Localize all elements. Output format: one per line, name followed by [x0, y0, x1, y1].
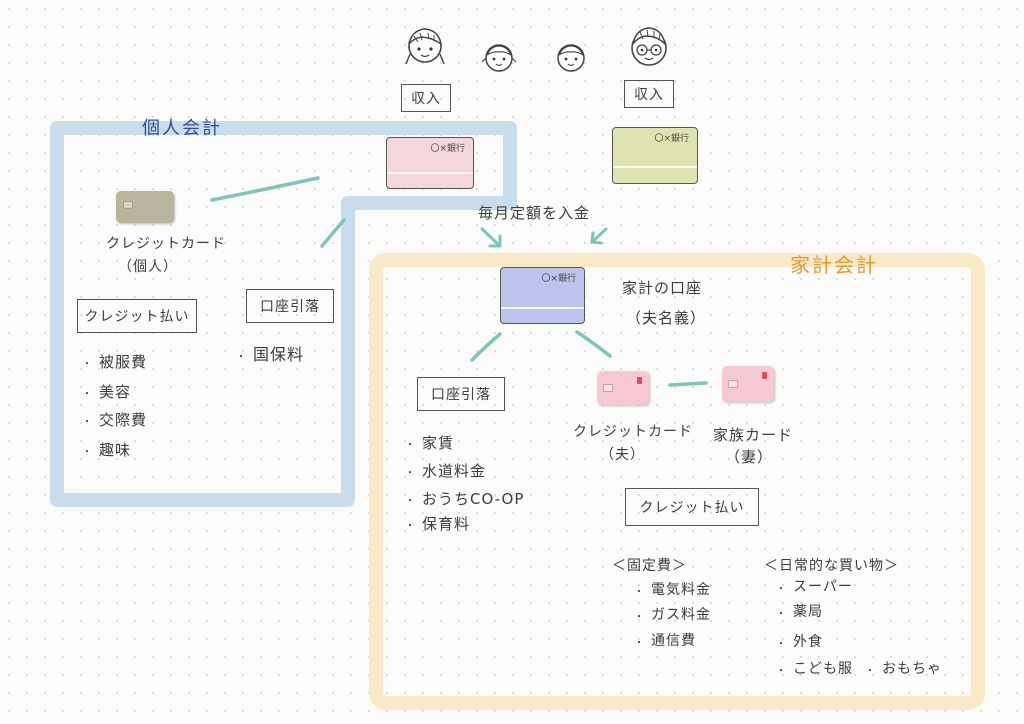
personal-region: [50, 121, 517, 507]
income-label: 収入: [411, 91, 441, 107]
daily-shopping-item: スーパー: [776, 576, 853, 596]
adult-man-glasses-icon: [631, 27, 667, 66]
income-box-right: 収入: [624, 80, 674, 108]
personal-credit-item: 趣味: [82, 439, 131, 460]
family-card-owner: （妻）: [725, 448, 774, 466]
income-label: 収入: [634, 87, 664, 103]
personal-card-owner: （個人）: [118, 259, 178, 275]
household-debit-item: 保育料: [405, 513, 470, 534]
household-bank-card: 〇×銀行: [500, 267, 585, 324]
connector-lines: [210, 176, 708, 387]
fixed-cost-item: ガス料金: [634, 604, 711, 624]
card-logo: [762, 372, 767, 379]
personal-credit-item: 被服費: [82, 351, 147, 372]
family-card-label: 家族カード: [713, 426, 794, 444]
personal-title: 個人会計: [142, 118, 222, 139]
household-debit-item: 家賃: [405, 432, 454, 453]
personal-credit-box-label: クレジット払い: [84, 309, 190, 325]
husband-card-owner: （夫）: [600, 447, 645, 463]
household-credit-box: クレジット払い: [625, 488, 759, 526]
fixed-costs-header: ＜固定費＞: [612, 558, 687, 574]
adult-woman-icon: [405, 28, 445, 65]
daily-shopping-item: おもちゃ: [865, 658, 942, 678]
card-stripe: [613, 166, 697, 168]
daily-shopping-item: 薬局: [776, 601, 823, 621]
daily-shopping-item: 外食: [776, 631, 823, 651]
personal-debit-item: 国保料: [236, 341, 304, 365]
household-account-owner: （夫名義）: [626, 309, 707, 327]
transfer-arrows: [480, 227, 608, 248]
household-debit-box-label: 口座引落: [431, 387, 491, 403]
card-logo: [637, 377, 642, 384]
personal-credit-box: クレジット払い: [77, 299, 197, 333]
daily-shopping-item: こども服: [776, 658, 853, 678]
household-debit-box: 口座引落: [417, 377, 505, 411]
card-chip: [123, 201, 133, 209]
bank-label: 〇×銀行: [430, 144, 465, 154]
fixed-cost-item: 電気料金: [634, 579, 711, 599]
personal-debit-box: 口座引落: [246, 289, 334, 323]
card-chip: [728, 380, 738, 388]
card-chip: [603, 384, 613, 392]
fixed-cost-item: 通信費: [634, 630, 696, 650]
household-region: [369, 253, 985, 710]
transfer-label: 毎月定額を入金: [478, 204, 591, 222]
bank-label: 〇×銀行: [541, 274, 576, 284]
husband-credit-card: [597, 371, 649, 405]
bank-card-green: 〇×銀行: [612, 127, 698, 184]
daily-shopping-item-row: こども服 おもちゃ: [776, 658, 942, 678]
husband-card-label: クレジットカード: [573, 424, 693, 440]
personal-credit-item: 美容: [82, 381, 131, 402]
card-stripe: [501, 307, 584, 309]
personal-credit-item: 交際費: [82, 409, 147, 430]
income-box-left: 収入: [401, 84, 451, 112]
bank-label: 〇×銀行: [654, 134, 689, 144]
household-debit-item: おうちCO-OP: [405, 488, 524, 509]
child-icon: [557, 44, 585, 72]
daily-shopping-header: ＜日常的な買い物＞: [764, 558, 899, 574]
child-icon: [481, 44, 517, 72]
household-title: 家計会計: [790, 253, 878, 277]
personal-credit-card: [116, 191, 174, 223]
personal-card-label: クレジットカード: [106, 236, 226, 252]
household-account-label: 家計の口座: [622, 279, 703, 297]
bank-card-pink: 〇×銀行: [386, 137, 474, 189]
family-credit-card: [722, 366, 774, 402]
household-debit-item: 水道料金: [405, 460, 486, 481]
household-credit-box-label: クレジット払い: [639, 500, 745, 516]
personal-debit-box-label: 口座引落: [260, 299, 320, 315]
card-stripe: [387, 172, 473, 174]
